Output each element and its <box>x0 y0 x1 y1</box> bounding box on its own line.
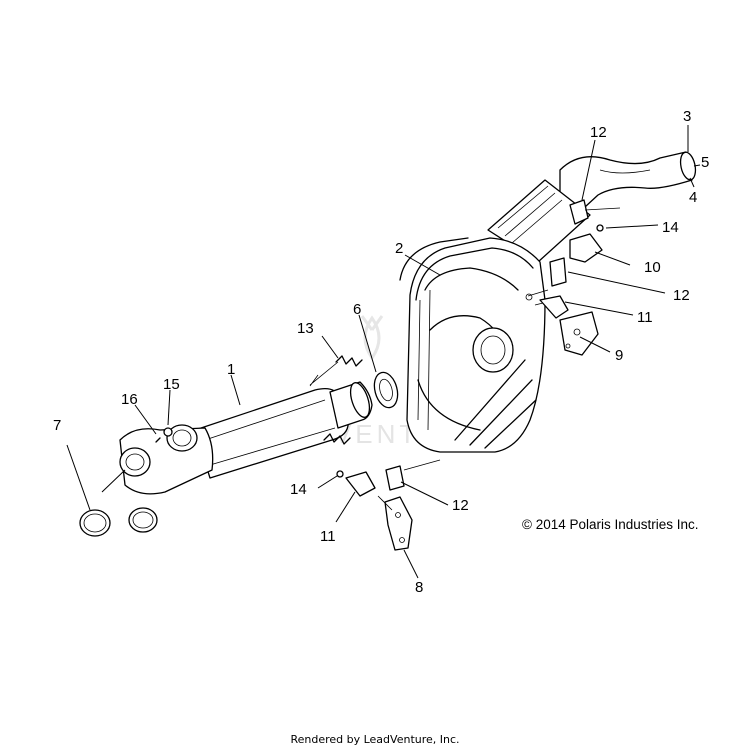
callout-14-upper: 14 <box>662 219 679 236</box>
callout-7: 7 <box>53 417 61 434</box>
footer-credit: Rendered by LeadVenture, Inc. <box>290 733 460 746</box>
callout-16: 16 <box>121 391 138 408</box>
leader-lines <box>66 125 701 579</box>
nut-stud <box>155 427 173 443</box>
callout-11-upper: 11 <box>637 309 653 326</box>
callout-labels: 1 2 3 4 5 6 7 8 9 10 11 11 12 12 12 13 1… <box>53 108 709 596</box>
callout-10: 10 <box>644 259 661 276</box>
callout-6: 6 <box>353 301 361 318</box>
springs <box>309 355 363 445</box>
callout-2: 2 <box>395 240 403 257</box>
callout-12-right: 12 <box>673 287 690 304</box>
seal-ring <box>373 371 399 409</box>
muffler <box>399 179 591 453</box>
callout-14-lower: 14 <box>290 481 307 498</box>
callout-11-lower: 11 <box>320 528 336 545</box>
gaskets <box>79 507 158 537</box>
callout-8: 8 <box>415 579 423 596</box>
copyright-notice: © 2014 Polaris Industries Inc. <box>522 517 699 532</box>
lower-mount <box>336 459 441 551</box>
callout-3: 3 <box>683 108 691 125</box>
callout-15: 15 <box>163 376 180 393</box>
callout-4: 4 <box>689 189 697 206</box>
callout-1: 1 <box>227 361 235 378</box>
head-pipe <box>559 151 697 231</box>
callout-12-lower: 12 <box>452 497 469 514</box>
upper-mount <box>525 199 621 356</box>
front-pipe <box>119 381 373 495</box>
callout-9: 9 <box>615 347 623 364</box>
callout-13: 13 <box>297 320 314 337</box>
callout-5: 5 <box>701 154 709 171</box>
callout-12-top: 12 <box>590 124 607 141</box>
